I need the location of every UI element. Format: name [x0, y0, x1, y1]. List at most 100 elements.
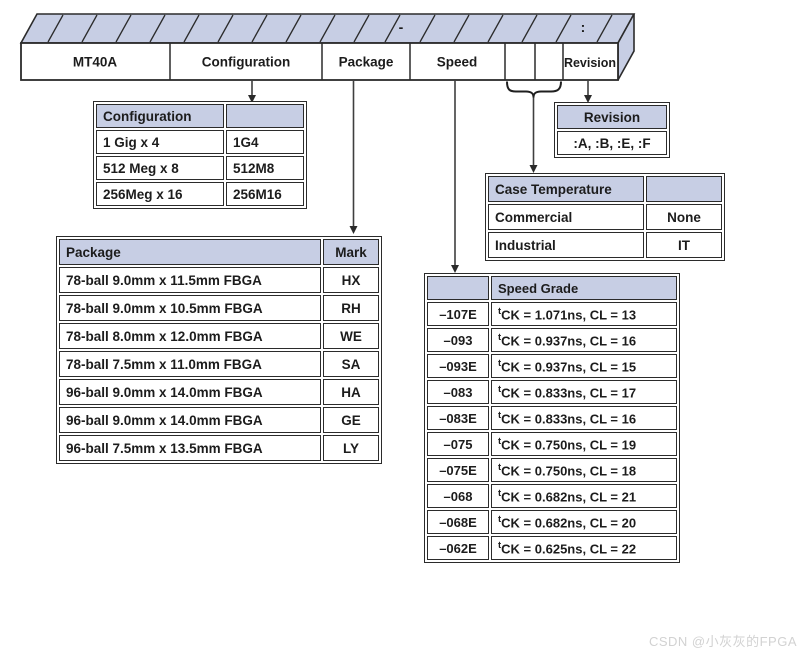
speed-mark-cell: –083 — [427, 380, 489, 404]
speed-mark-cell: –083E — [427, 406, 489, 430]
case-temperature-table: Case Temperature Commercial None Industr… — [485, 173, 725, 261]
tck-superscript: t — [498, 513, 502, 525]
bar-segment-configuration: Configuration — [201, 54, 291, 70]
speed-mark-cell: –062E — [427, 536, 489, 560]
speed-spec-cell: tCK = 0.625ns, CL = 22 — [491, 536, 677, 560]
case-temperature-row: Commercial None — [488, 204, 722, 230]
configuration-row: 256Meg x 16 256M16 — [96, 182, 304, 206]
case-temperature-name-cell: Industrial — [488, 232, 644, 258]
speed-spec-text: CK = 0.682ns, CL = 20 — [501, 515, 637, 531]
tck-superscript: t — [498, 383, 502, 395]
speed-spec-text: CK = 1.071ns, CL = 13 — [501, 307, 637, 323]
package-header-row: Package Mark — [59, 239, 379, 265]
package-row: 96-ball 9.0mm x 14.0mm FBGA GE — [59, 407, 379, 433]
package-name-cell: 96-ball 7.5mm x 13.5mm FBGA — [59, 435, 321, 461]
configuration-mark-cell: 256M16 — [226, 182, 304, 206]
bar-segment-base: MT40A — [72, 54, 118, 70]
case-temperature-row: Industrial IT — [488, 232, 722, 258]
package-row: 78-ball 8.0mm x 12.0mm FBGA WE — [59, 323, 379, 349]
speed-grade-table: Speed Grade –107E tCK = 1.071ns, CL = 13… — [424, 273, 680, 563]
speed-mark-cell: –107E — [427, 302, 489, 326]
speed-grade-row: –083 tCK = 0.833ns, CL = 17 — [427, 380, 677, 404]
package-mark-cell: GE — [323, 407, 379, 433]
revision-arrowhead — [584, 95, 592, 103]
connector-lines — [251, 80, 589, 266]
tck-superscript: t — [498, 409, 502, 421]
speed-mark-cell: –093E — [427, 354, 489, 378]
configuration-header-cell: Configuration — [96, 104, 224, 128]
configuration-name-cell: 256Meg x 16 — [96, 182, 224, 206]
case-temperature-header-blank — [646, 176, 722, 202]
tck-superscript: t — [498, 539, 502, 551]
package-mark-cell: RH — [323, 295, 379, 321]
configuration-table: Configuration 1 Gig x 4 1G4 512 Meg x 8 … — [93, 101, 307, 209]
tck-superscript: t — [498, 331, 502, 343]
speed-grade-row: –068E tCK = 0.682ns, CL = 20 — [427, 510, 677, 534]
speed-spec-cell: tCK = 0.682ns, CL = 20 — [491, 510, 677, 534]
package-header-mark: Mark — [323, 239, 379, 265]
speed-arrowhead — [451, 265, 459, 273]
package-arrowhead — [349, 226, 358, 234]
package-mark-cell: WE — [323, 323, 379, 349]
revision-header-cell: Revision — [557, 105, 667, 129]
package-header-cell: Package — [59, 239, 321, 265]
package-table: Package Mark 78-ball 9.0mm x 11.5mm FBGA… — [56, 236, 382, 464]
package-name-cell: 96-ball 9.0mm x 14.0mm FBGA — [59, 379, 321, 405]
csdn-watermark: CSDN @小灰灰的FPGA — [648, 634, 797, 649]
configuration-mark-cell: 1G4 — [226, 130, 304, 154]
speed-grade-row: –062E tCK = 0.625ns, CL = 22 — [427, 536, 677, 560]
package-name-cell: 78-ball 8.0mm x 12.0mm FBGA — [59, 323, 321, 349]
case-temperature-arrowhead — [529, 165, 538, 173]
package-mark-cell: SA — [323, 351, 379, 377]
configuration-name-cell: 512 Meg x 8 — [96, 156, 224, 180]
case-temperature-mark-cell: None — [646, 204, 722, 230]
revision-table: Revision :A, :B, :E, :F — [554, 102, 670, 158]
speed-grade-header-blank — [427, 276, 489, 300]
speed-spec-text: CK = 0.833ns, CL = 16 — [501, 411, 637, 427]
configuration-row: 1 Gig x 4 1G4 — [96, 130, 304, 154]
package-row: 96-ball 7.5mm x 13.5mm FBGA LY — [59, 435, 379, 461]
speed-spec-cell: tCK = 0.750ns, CL = 18 — [491, 458, 677, 482]
speed-spec-text: CK = 0.937ns, CL = 15 — [501, 359, 637, 375]
package-mark-cell: HX — [323, 267, 379, 293]
separator-colon: : — [580, 19, 586, 35]
package-row: 78-ball 7.5mm x 11.0mm FBGA SA — [59, 351, 379, 377]
package-row: 78-ball 9.0mm x 11.5mm FBGA HX — [59, 267, 379, 293]
speed-spec-cell: tCK = 0.833ns, CL = 16 — [491, 406, 677, 430]
configuration-header-row: Configuration — [96, 104, 304, 128]
tck-superscript: t — [498, 305, 502, 317]
speed-grade-header-row: Speed Grade — [427, 276, 677, 300]
bar-segment-revision: Revision — [563, 56, 617, 70]
speed-spec-cell: tCK = 0.937ns, CL = 15 — [491, 354, 677, 378]
hatch-lines — [47, 14, 613, 43]
package-row: 78-ball 9.0mm x 10.5mm FBGA RH — [59, 295, 379, 321]
speed-grade-row: –107E tCK = 1.071ns, CL = 13 — [427, 302, 677, 326]
package-mark-cell: HA — [323, 379, 379, 405]
bar-segment-speed: Speed — [436, 54, 478, 70]
speed-grade-row: –093E tCK = 0.937ns, CL = 15 — [427, 354, 677, 378]
package-name-cell: 78-ball 9.0mm x 11.5mm FBGA — [59, 267, 321, 293]
speed-spec-text: CK = 0.833ns, CL = 17 — [501, 385, 637, 401]
package-row: 96-ball 9.0mm x 14.0mm FBGA HA — [59, 379, 379, 405]
speed-mark-cell: –093 — [427, 328, 489, 352]
speed-grade-row: –068 tCK = 0.682ns, CL = 21 — [427, 484, 677, 508]
case-temperature-header-cell: Case Temperature — [488, 176, 644, 202]
tck-superscript: t — [498, 461, 502, 473]
case-temperature-name-cell: Commercial — [488, 204, 644, 230]
speed-spec-text: CK = 0.750ns, CL = 18 — [501, 463, 637, 479]
separator-dash: - — [398, 19, 404, 35]
speed-spec-cell: tCK = 0.937ns, CL = 16 — [491, 328, 677, 352]
configuration-row: 512 Meg x 8 512M8 — [96, 156, 304, 180]
revision-header-row: Revision — [557, 105, 667, 129]
case-temperature-brace — [506, 81, 562, 98]
speed-mark-cell: –068 — [427, 484, 489, 508]
speed-spec-cell: tCK = 0.750ns, CL = 19 — [491, 432, 677, 456]
package-mark-cell: LY — [323, 435, 379, 461]
speed-spec-text: CK = 0.682ns, CL = 21 — [501, 489, 637, 505]
bar-cell-dividers — [169, 43, 564, 80]
speed-grade-row: –075 tCK = 0.750ns, CL = 19 — [427, 432, 677, 456]
speed-mark-cell: –075E — [427, 458, 489, 482]
connector-arrowheads — [248, 95, 592, 273]
